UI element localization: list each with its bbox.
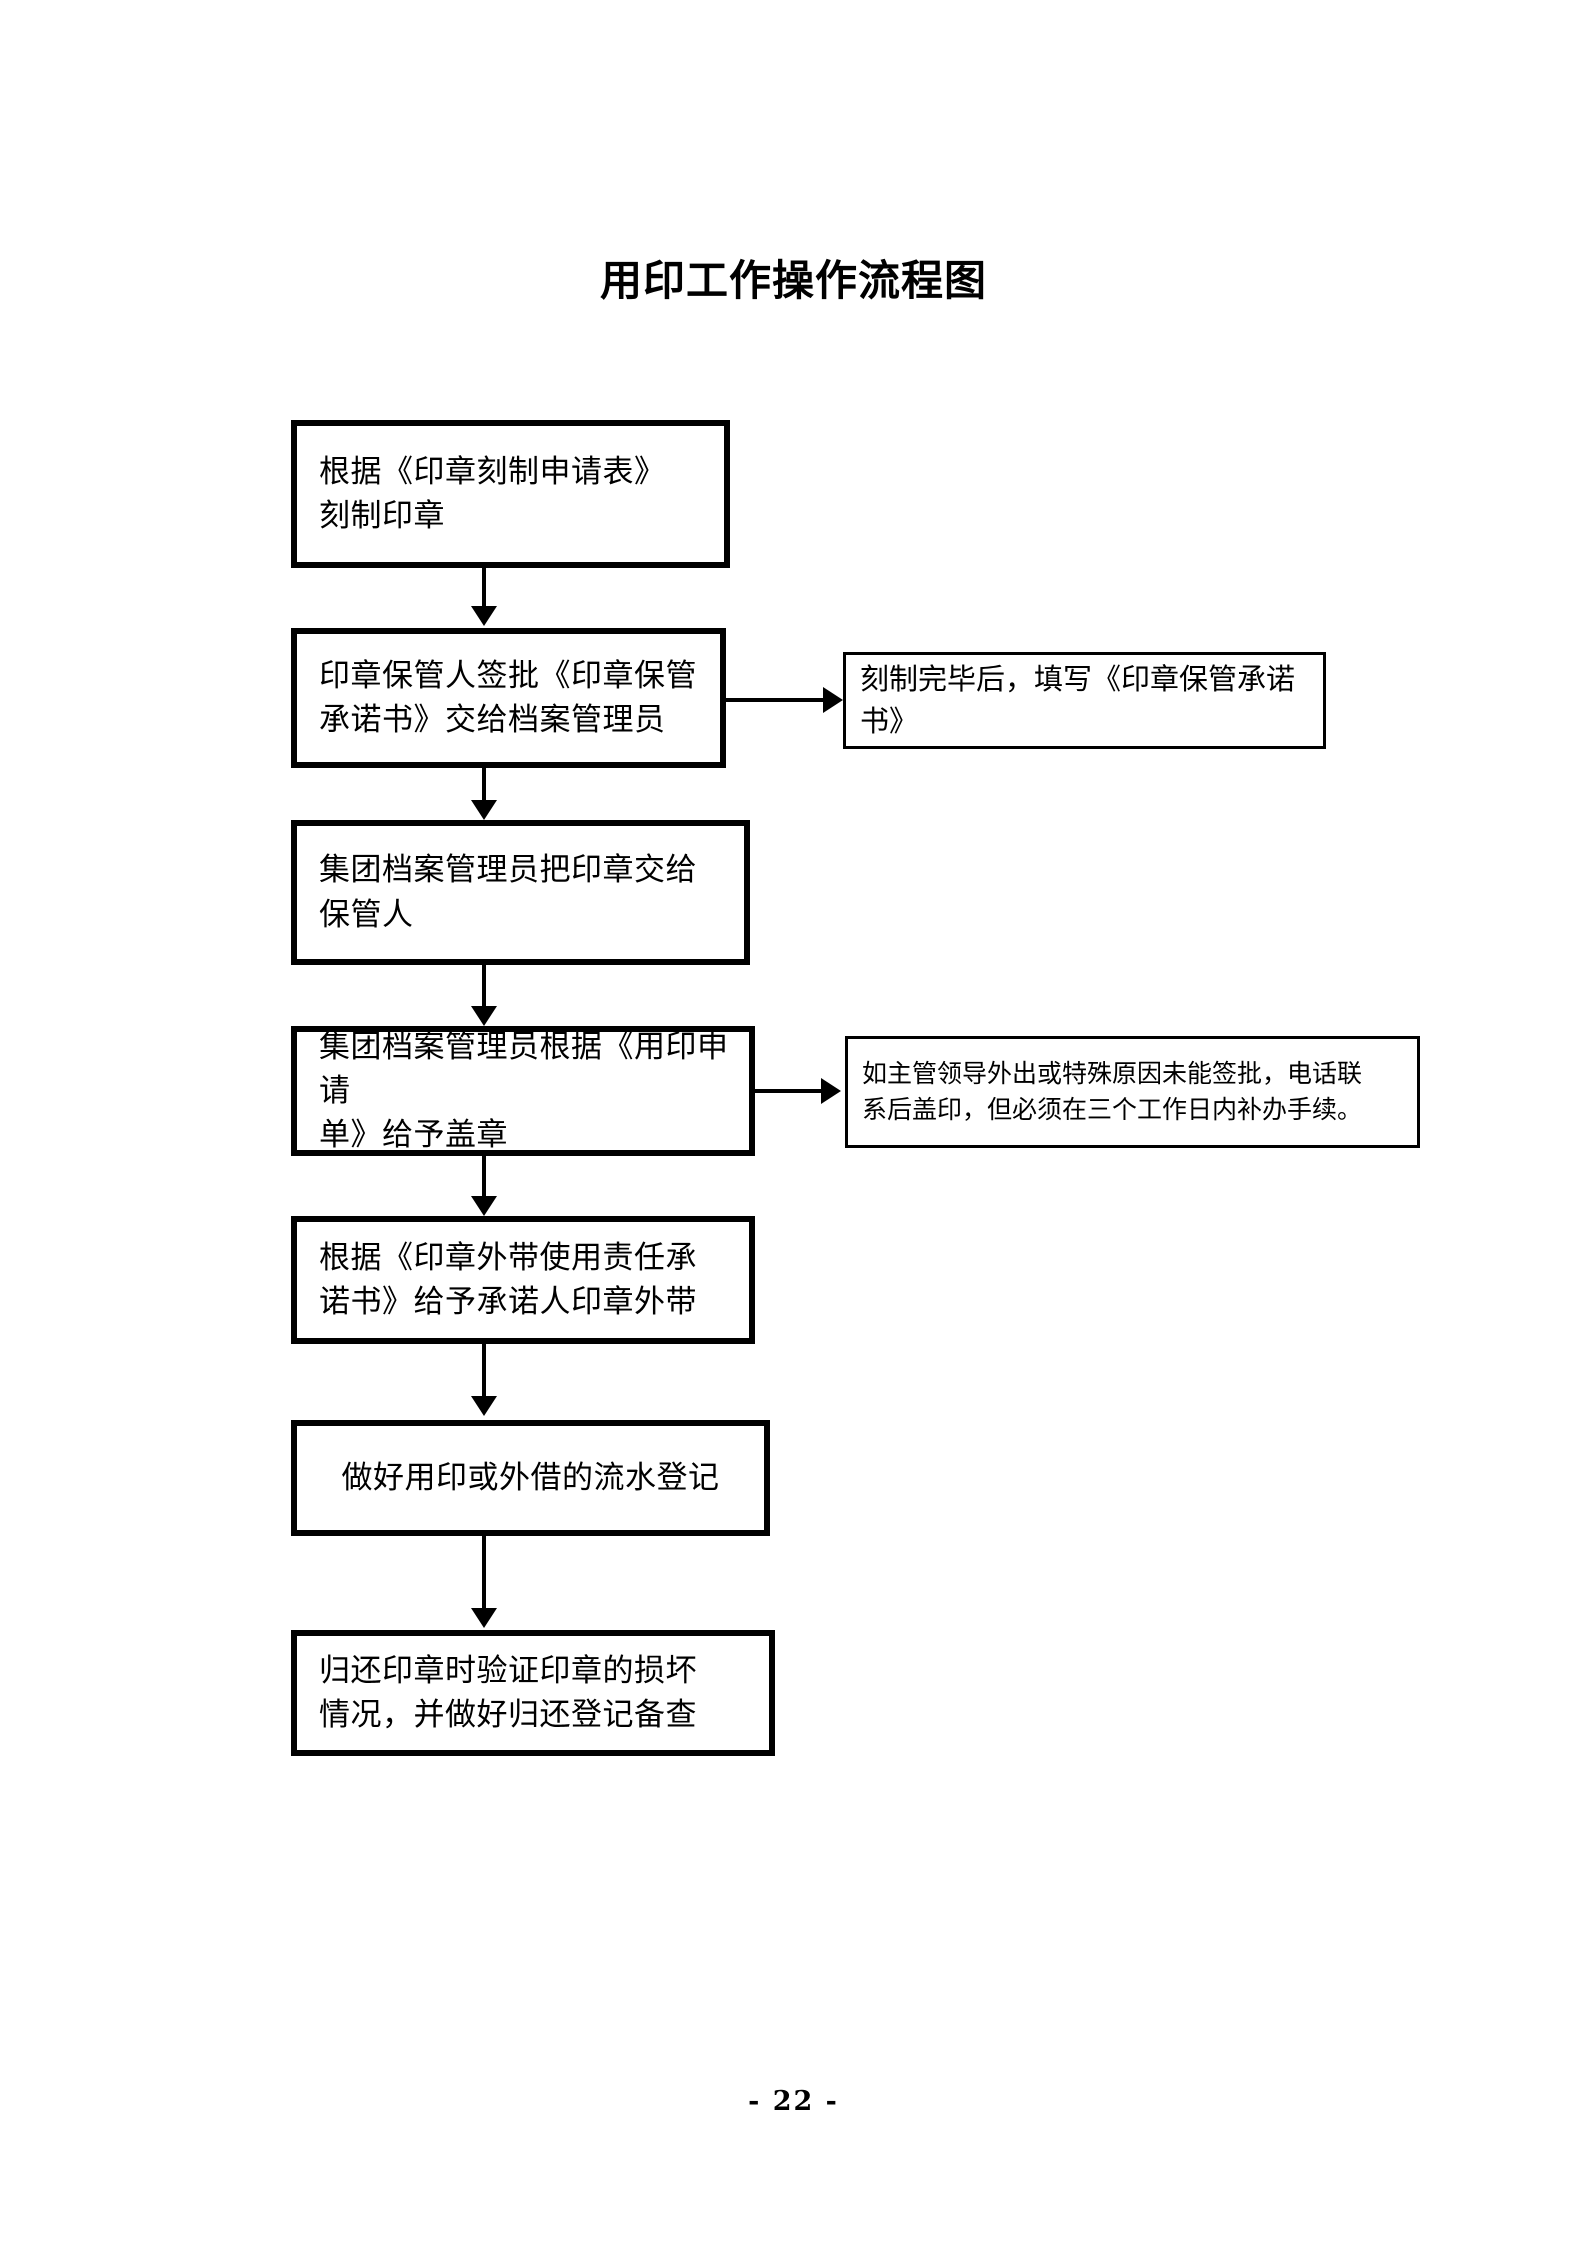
note-box-2-text: 如主管领导外出或特殊原因未能签批，电话联 系后盖印，但必须在三个工作日内补办手续… [848,1056,1417,1129]
flow-step-3[interactable]: 集团档案管理员把印章交给 保管人 [291,820,750,965]
connector-step1-step2-line [482,568,486,612]
note-box-2-line-2: 系后盖印，但必须在三个工作日内补办手续。 [862,1095,1363,1124]
flow-step-4-text: 集团档案管理员根据《用印申请 单》给予盖章 [297,1025,749,1157]
flow-step-5-text: 根据《印章外带使用责任承 诺书》给予承诺人印章外带 [297,1236,749,1324]
flow-step-1-text: 根据《印章刻制申请表》 刻制印章 [297,450,724,538]
connector-step4-step5-line [482,1156,486,1201]
flow-step-2-line-2: 承诺书》交给档案管理员 [319,702,666,738]
flow-step-6-line-1: 做好用印或外借的流水登记 [341,1459,720,1496]
connector-step4-step5-arrow-icon [471,1196,497,1216]
connector-step1-step2-arrow-icon [471,606,497,626]
page-title: 用印工作操作流程图 [599,256,987,305]
note-box-1-line-1: 刻制完毕后，填写《印章保管承诺书》 [860,662,1296,738]
connector-step6-step7-arrow-icon [471,1608,497,1628]
connector-step4-note2-line [755,1089,825,1093]
flow-step-1-line-2: 刻制印章 [319,498,445,534]
connector-step2-note1-arrow-icon [823,687,843,713]
flow-step-1[interactable]: 根据《印章刻制申请表》 刻制印章 [291,420,730,568]
flow-step-5-line-2: 诺书》给予承诺人印章外带 [319,1284,697,1320]
note-box-2: 如主管领导外出或特殊原因未能签批，电话联 系后盖印，但必须在三个工作日内补办手续… [845,1036,1420,1148]
connector-step2-step3-arrow-icon [471,800,497,820]
connector-step5-step6-line [482,1344,486,1400]
flow-step-6[interactable]: 做好用印或外借的流水登记 [291,1420,770,1536]
connector-step2-note1-line [726,698,827,702]
flow-step-4-line-1: 集团档案管理员根据《用印申请 [319,1028,729,1109]
connector-step4-note2-arrow-icon [821,1078,841,1104]
connector-step5-step6-arrow-icon [471,1396,497,1416]
flow-step-3-line-1: 集团档案管理员把印章交给 [319,852,697,889]
note-box-1-text: 刻制完毕后，填写《印章保管承诺书》 [846,659,1323,741]
flow-step-2-line-1: 印章保管人签批《印章保管 [319,657,697,694]
connector-step3-step4-arrow-icon [471,1006,497,1026]
flow-step-3-text: 集团档案管理员把印章交给 保管人 [297,848,744,936]
page-number-footer: - 22 - [748,2086,839,2117]
connector-step3-step4-line [482,965,486,1010]
flow-step-3-line-2: 保管人 [319,896,414,933]
flow-step-4-line-2: 单》给予盖章 [319,1117,508,1154]
connector-step2-step3-line [482,768,486,808]
flow-step-5[interactable]: 根据《印章外带使用责任承 诺书》给予承诺人印章外带 [291,1216,755,1344]
flow-step-7-text: 归还印章时验证印章的损坏 情况，并做好归还登记备查 [297,1649,769,1737]
flow-step-7-line-2: 情况，并做好归还登记备查 [319,1697,697,1733]
flow-step-2-text: 印章保管人签批《印章保管 承诺书》交给档案管理员 [297,654,720,742]
note-box-2-line-1: 如主管领导外出或特殊原因未能签批，电话联 [862,1058,1363,1088]
flow-step-5-line-1: 根据《印章外带使用责任承 [319,1239,697,1276]
flow-step-1-line-1: 根据《印章刻制申请表》 [319,453,666,490]
flow-step-4[interactable]: 集团档案管理员根据《用印申请 单》给予盖章 [291,1026,755,1156]
flow-step-7[interactable]: 归还印章时验证印章的损坏 情况，并做好归还登记备查 [291,1630,775,1756]
note-box-1: 刻制完毕后，填写《印章保管承诺书》 [843,652,1326,749]
flow-step-7-line-1: 归还印章时验证印章的损坏 [319,1652,697,1689]
flow-step-6-text: 做好用印或外借的流水登记 [297,1456,764,1500]
connector-step6-step7-line [482,1536,486,1614]
flow-step-2[interactable]: 印章保管人签批《印章保管 承诺书》交给档案管理员 [291,628,726,768]
